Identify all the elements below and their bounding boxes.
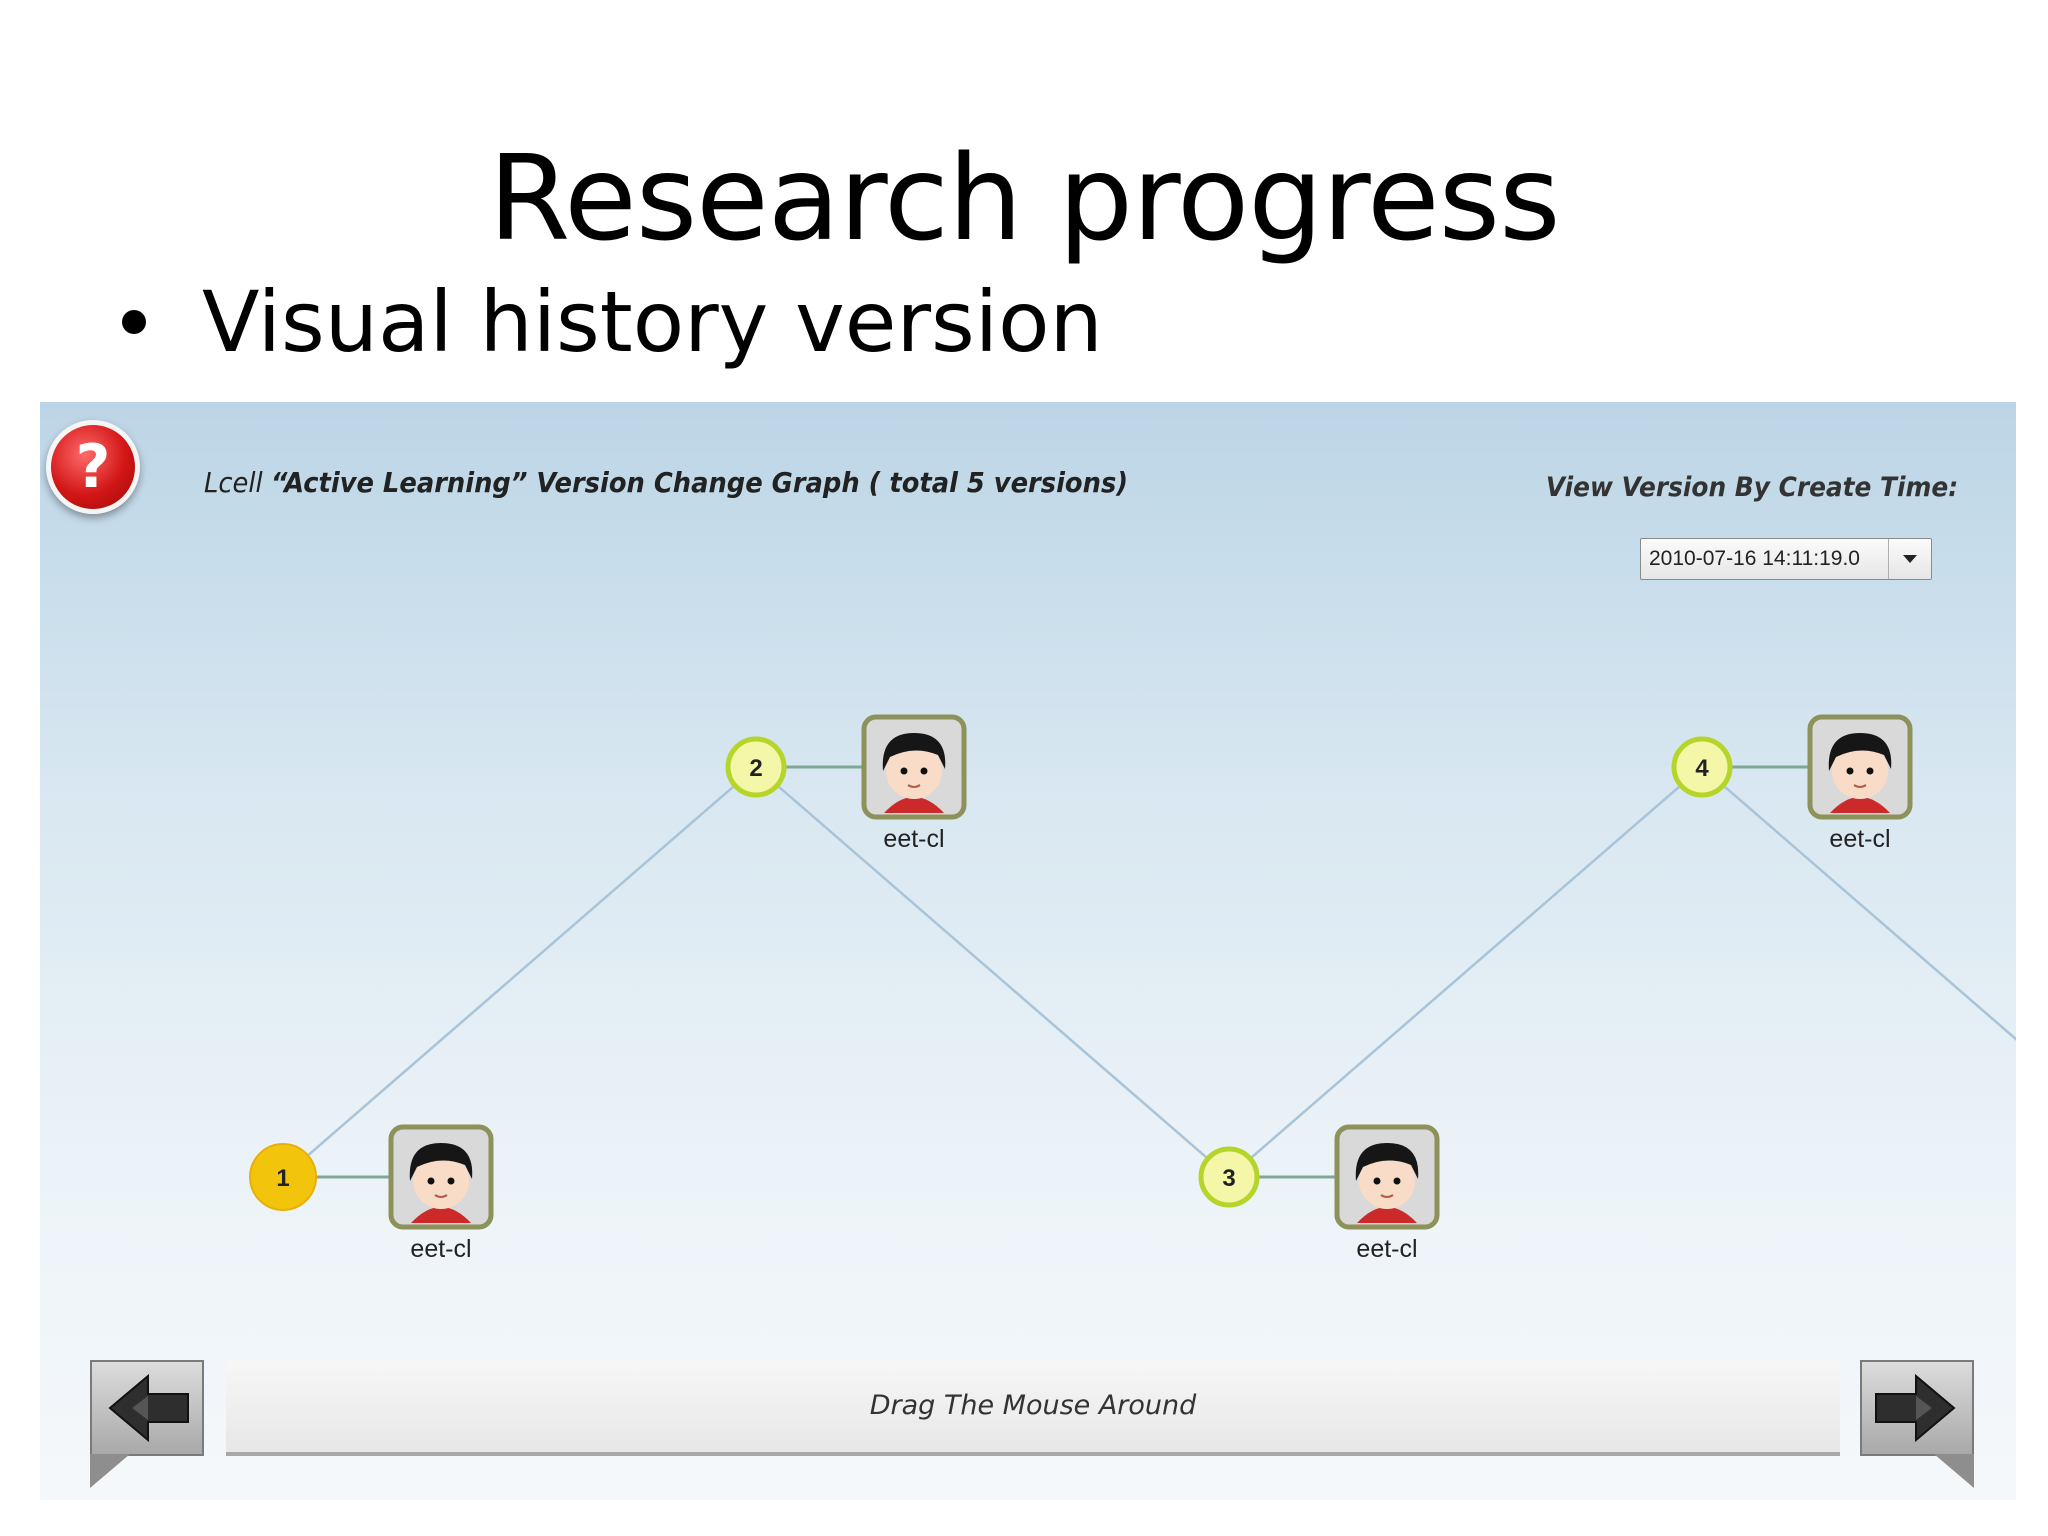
avatar-hair <box>409 1143 473 1181</box>
arrow-left-icon <box>108 1373 189 1443</box>
drag-scroll-bar[interactable]: Drag The Mouse Around <box>226 1360 1840 1456</box>
avatar-shirt <box>411 1207 471 1223</box>
avatar-eye <box>1393 1177 1401 1185</box>
version-node-4[interactable]: 4 eet-cl <box>1671 714 1913 853</box>
version-time-value: 2010-07-16 14:11:19.0 <box>1649 547 1860 570</box>
avatar-eye <box>447 1177 455 1185</box>
avatar-eye <box>1866 767 1874 775</box>
version-node-circle[interactable] <box>249 1143 317 1211</box>
avatar-eye <box>1846 767 1854 775</box>
version-graph-canvas[interactable]: 1eet-cl2eet-cl3eet-cl4eet-cl5eet-cl6eet-… <box>40 402 2016 1500</box>
avatar-face <box>1832 743 1888 799</box>
version-number: 1 <box>276 1165 289 1192</box>
avatar-eye <box>920 767 928 775</box>
avatar-face <box>886 743 942 799</box>
version-node-circle[interactable] <box>1198 1146 1260 1208</box>
next-button[interactable] <box>1860 1360 1974 1456</box>
version-link <box>1701 766 2016 1041</box>
version-time-select[interactable]: 2010-07-16 14:11:19.0 <box>1640 538 1932 580</box>
graph-title: Lcell “Active Learning” Version Change G… <box>204 466 1128 499</box>
avatar-mouth <box>907 784 921 788</box>
version-graph-app[interactable]: 1eet-cl2eet-cl3eet-cl4eet-cl5eet-cl6eet-… <box>40 402 2016 1500</box>
version-node-1[interactable]: 1 eet-cl <box>249 1124 494 1263</box>
version-node-3[interactable]: 3 eet-cl <box>1198 1124 1440 1263</box>
avatar-hair <box>1828 733 1892 771</box>
version-link <box>1228 766 1703 1178</box>
author-avatar[interactable] <box>861 714 967 820</box>
view-version-label: View Version By Create Time: <box>1545 472 1958 503</box>
previous-button-tail <box>90 1454 130 1488</box>
avatar-mouth <box>1853 784 1867 788</box>
author-avatar[interactable] <box>1807 714 1913 820</box>
avatar-face <box>1359 1153 1415 1209</box>
version-node-circle[interactable] <box>1671 736 1733 798</box>
avatar-face <box>413 1153 469 1209</box>
version-link <box>755 766 1230 1178</box>
avatar-shirt <box>1830 797 1890 813</box>
author-name: eet-cl <box>1356 1235 1417 1263</box>
author-avatar[interactable] <box>1334 1124 1440 1230</box>
slide-title: Research progress <box>488 129 1560 267</box>
version-node-circle[interactable] <box>725 736 787 798</box>
avatar-mouth <box>434 1194 448 1198</box>
graph-title-suffix: Version Change Graph ( total 5 versions) <box>527 466 1129 499</box>
bullet-item: Visual history version <box>122 272 1103 372</box>
author-name: eet-cl <box>1829 825 1890 853</box>
version-node-2[interactable]: 2 eet-cl <box>725 714 967 853</box>
graph-title-name: “Active Learning” <box>270 466 528 499</box>
version-number: 3 <box>1222 1165 1235 1192</box>
avatar-eye <box>1373 1177 1381 1185</box>
author-name: eet-cl <box>883 825 944 853</box>
avatar-mouth <box>1380 1194 1394 1198</box>
avatar-shirt <box>1357 1207 1417 1223</box>
version-number: 2 <box>749 755 762 782</box>
next-button-tail <box>1934 1454 1974 1488</box>
bullet-dot <box>122 310 146 335</box>
graph-title-prefix: Lcell <box>204 466 271 499</box>
avatar-hair <box>882 733 946 771</box>
avatar-eye <box>427 1177 435 1185</box>
avatar-shirt <box>884 797 944 813</box>
author-avatar[interactable] <box>388 1124 494 1230</box>
previous-button[interactable] <box>90 1360 204 1456</box>
version-number: 4 <box>1695 755 1709 782</box>
help-icon[interactable]: ? <box>46 420 140 514</box>
drag-hint: Drag The Mouse Around <box>869 1390 1197 1421</box>
bullet-text: Visual history version <box>202 273 1103 371</box>
arrow-right-icon <box>1875 1373 1956 1443</box>
author-name: eet-cl <box>410 1235 471 1263</box>
avatar-eye <box>900 767 908 775</box>
chevron-down-icon[interactable] <box>1888 539 1931 579</box>
version-link <box>282 766 757 1178</box>
avatar-hair <box>1355 1143 1419 1181</box>
